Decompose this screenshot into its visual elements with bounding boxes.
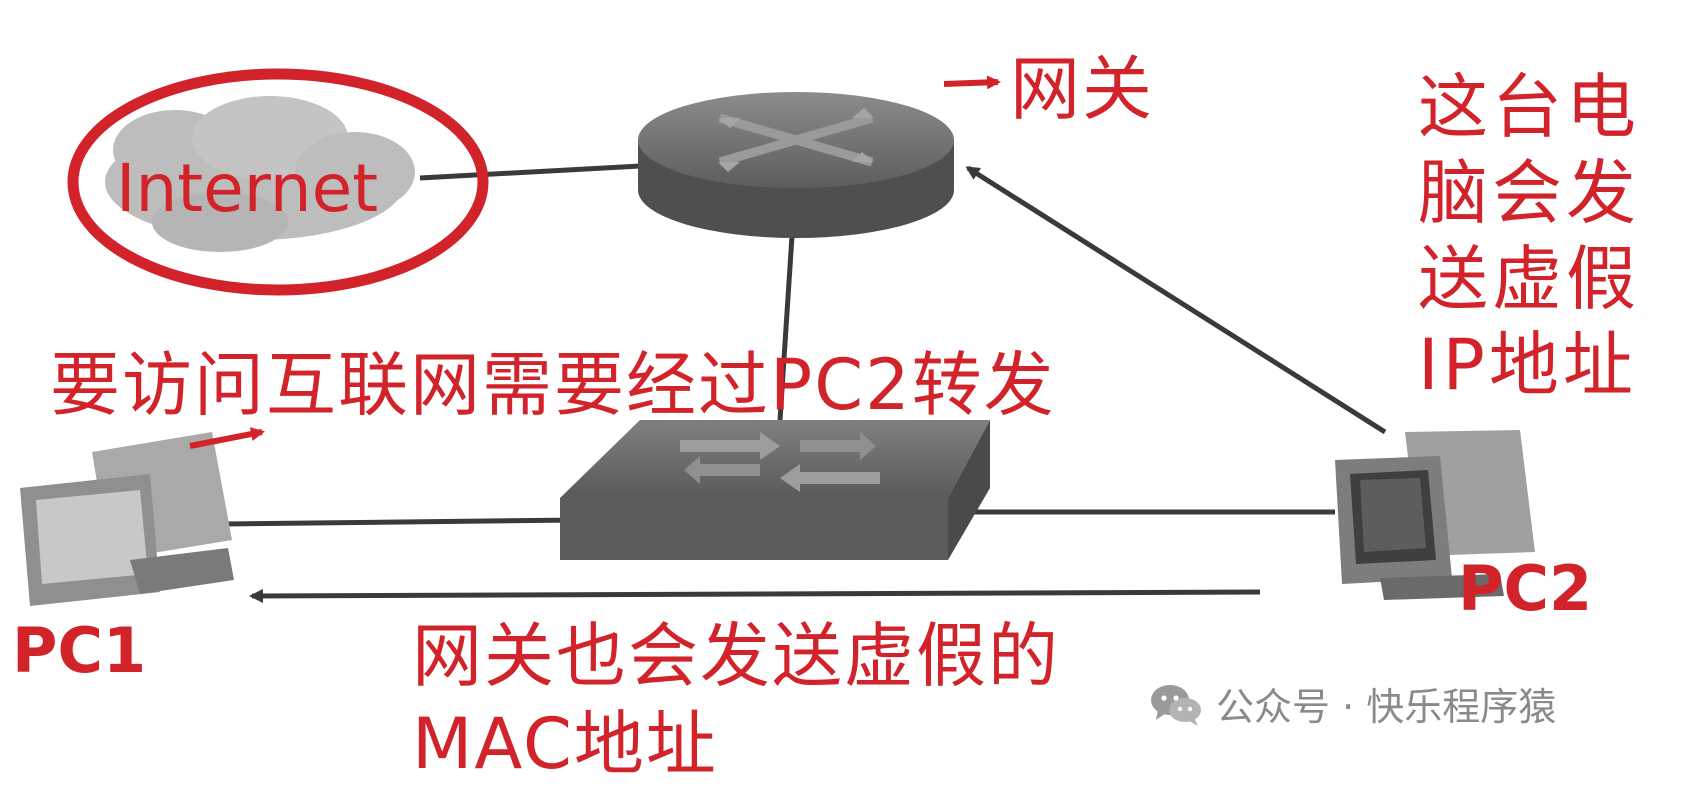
switch-icon xyxy=(560,420,990,560)
router-icon xyxy=(638,92,954,238)
arrow-pc2-to-router xyxy=(965,165,1387,435)
wechat-icon xyxy=(1151,684,1201,726)
pc1-label: PC1 xyxy=(12,614,147,687)
watermark: 公众号 · 快乐程序猿 xyxy=(1148,676,1556,731)
pc1-computer-icon xyxy=(20,432,234,606)
pc2-computer-icon xyxy=(1335,430,1535,600)
internet-label: Internet xyxy=(116,150,379,227)
pc2-label: PC2 xyxy=(1458,552,1593,625)
pc2-fake-ip-note: 这台电脑会发送虚假IP地址 xyxy=(1418,66,1640,406)
red-arrow-pc1 xyxy=(189,427,265,449)
forward-via-pc2-note: 要访问互联网需要经过PC2转发 xyxy=(50,344,1056,426)
gateway-fake-mac-note: 网关也会发送虚假的MAC地址 xyxy=(412,615,1060,785)
arrow-gateway-to-pc1 xyxy=(249,588,1261,603)
link-internet-router xyxy=(419,163,641,181)
internet-highlight-ring xyxy=(67,68,489,296)
gateway-label: 网关 xyxy=(1010,48,1154,130)
red-arrow-gateway xyxy=(943,75,1001,90)
watermark-text: 公众号 · 快乐程序猿 xyxy=(1216,685,1557,729)
connection-lines xyxy=(224,163,1335,527)
link-router-switch xyxy=(777,235,795,421)
network-diagram xyxy=(20,68,1535,606)
internet-cloud-icon xyxy=(105,96,415,252)
link-pc1-switch xyxy=(224,517,581,527)
